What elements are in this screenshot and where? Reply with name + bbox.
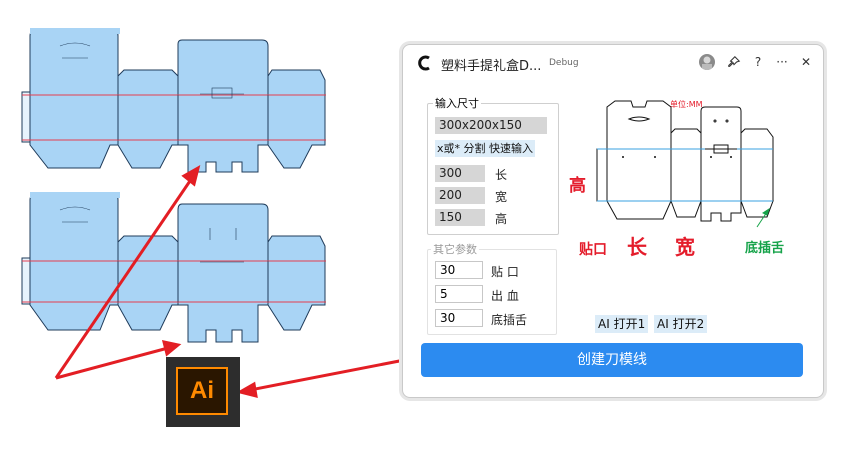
dieline-bottom-folds <box>59 206 269 302</box>
dims-input[interactable]: 300x200x150 <box>435 117 547 134</box>
dieline-top-lines <box>22 94 326 141</box>
ai-open-1-button[interactable]: AI 打开1 <box>595 315 649 333</box>
ai-logo: Ai <box>176 367 228 415</box>
bleed-label: 出 血 <box>491 289 519 303</box>
width-input[interactable]: 200 <box>435 187 485 204</box>
input-size-group <box>427 103 559 235</box>
pin-icon <box>728 56 741 67</box>
tuck-input[interactable]: 30 <box>435 309 483 327</box>
illustrator-app-icon[interactable]: Ai <box>166 357 240 427</box>
dieline-top-folds <box>59 42 269 140</box>
height-input[interactable]: 150 <box>435 209 485 226</box>
pin-button[interactable] <box>725 53 743 71</box>
dieline-illustrations <box>21 28 326 380</box>
dims-hint: x或* 分割 快速输入 <box>435 140 536 157</box>
dieline-bottom <box>21 192 326 343</box>
more-button[interactable]: ··· <box>776 55 788 69</box>
title-bar: 塑料手提礼盒D... Debug ? ··· ✕ <box>403 45 823 81</box>
annotation-arrows <box>54 164 201 380</box>
unit-label: 单位:MM <box>670 100 703 109</box>
preview-height-label: 高 <box>569 176 586 196</box>
glue-input[interactable]: 30 <box>435 261 483 279</box>
app-logo-icon <box>418 55 430 71</box>
debug-tag: Debug <box>549 58 579 68</box>
tuck-label: 底插舌 <box>491 313 528 327</box>
preview-width-label: 宽 <box>675 235 695 259</box>
height-label: 高 <box>495 212 508 226</box>
width-label: 宽 <box>495 190 508 204</box>
user-avatar[interactable] <box>699 54 715 70</box>
other-params-title: 其它参数 <box>431 241 479 257</box>
preview-glue-label: 贴口 <box>579 242 607 258</box>
glue-label: 贴 口 <box>491 265 519 279</box>
dialog-title: 塑料手提礼盒D... <box>441 59 542 74</box>
close-button[interactable]: ✕ <box>800 55 812 69</box>
bleed-input[interactable]: 5 <box>435 285 483 303</box>
ai-open-2-button[interactable]: AI 打开2 <box>654 315 708 333</box>
preview-tuck-label: 底插舌 <box>745 241 785 256</box>
box-preview-diagram <box>596 100 774 228</box>
help-button[interactable]: ? <box>754 55 762 69</box>
other-params-group <box>427 249 557 335</box>
preview-length-label: 长 <box>627 235 647 259</box>
dieline-bottom-lines <box>22 260 326 303</box>
input-size-title: 输入尺寸 <box>433 95 481 111</box>
length-label: 长 <box>495 168 508 182</box>
plugin-dialog: 塑料手提礼盒D... Debug ? ··· ✕ 输入尺寸 300x200x15… <box>402 44 824 398</box>
create-dieline-button[interactable]: 创建刀模线 <box>421 343 803 377</box>
length-input[interactable]: 300 <box>435 165 485 182</box>
